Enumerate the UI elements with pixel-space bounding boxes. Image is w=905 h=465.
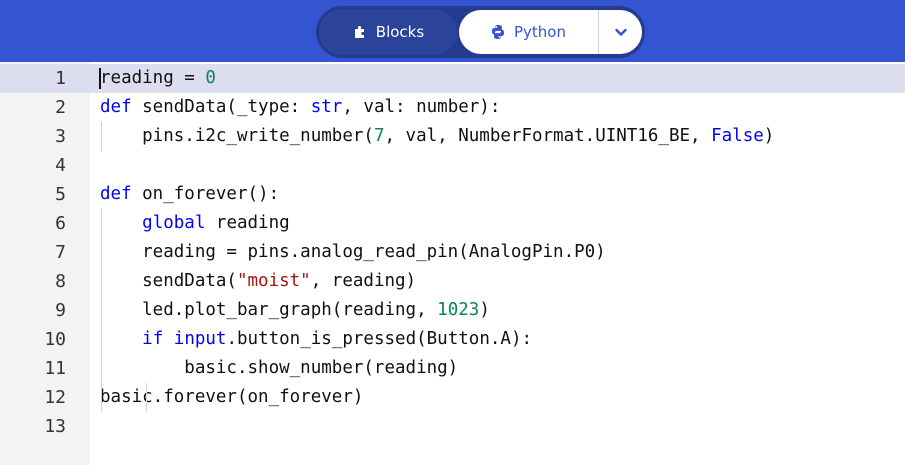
- code-line[interactable]: 3 pins.i2c_write_number(7, val, NumberFo…: [0, 122, 905, 151]
- code-text[interactable]: def on_forever():: [100, 180, 279, 209]
- code-text[interactable]: led.plot_bar_graph(reading, 1023): [100, 296, 490, 325]
- code-token: global reading: [142, 213, 290, 233]
- editor-mode-toggle: Blocks Python: [316, 6, 645, 58]
- python-button[interactable]: Python: [459, 10, 642, 54]
- code-line[interactable]: 10 if input.button_is_pressed(Button.A):: [0, 325, 905, 354]
- line-number: 5: [55, 184, 66, 205]
- code-text[interactable]: pins.i2c_write_number(7, val, NumberForm…: [100, 122, 774, 151]
- code-line[interactable]: 13: [0, 412, 905, 441]
- code-line[interactable]: 9 led.plot_bar_graph(reading, 1023): [0, 296, 905, 325]
- code-token: if input.button_is_pressed(Button.A):: [142, 329, 533, 349]
- code-line[interactable]: 4: [0, 151, 905, 180]
- code-line[interactable]: 7 reading = pins.analog_read_pin(AnalogP…: [0, 238, 905, 267]
- line-number: 7: [55, 242, 66, 263]
- line-number: 1: [0, 64, 66, 93]
- code-token: reading = pins.analog_read_pin(AnalogPin…: [100, 242, 606, 262]
- code-editor[interactable]: 1 reading = 0 2 def sendData(_type: str,…: [0, 62, 905, 465]
- blocks-button[interactable]: Blocks: [319, 9, 457, 55]
- line-number: 11: [44, 358, 66, 379]
- top-toolbar: Blocks Python: [0, 0, 905, 62]
- code-line[interactable]: 8 sendData("moist", reading): [0, 267, 905, 296]
- code-text[interactable]: reading = pins.analog_read_pin(AnalogPin…: [100, 238, 606, 267]
- code-token: def on_forever():: [100, 184, 280, 204]
- blocks-label: Blocks: [375, 23, 425, 41]
- code-token: basic.show_number(reading): [100, 358, 459, 378]
- line-number: 4: [55, 155, 66, 176]
- code-token: def sendData(_type: str, val: number):: [100, 97, 501, 117]
- python-logo-icon: [492, 25, 504, 39]
- code-line[interactable]: 11 basic.show_number(reading): [0, 354, 905, 383]
- code-line[interactable]: 1 reading = 0: [0, 64, 905, 93]
- line-number: 10: [44, 329, 66, 350]
- line-number: 6: [55, 213, 66, 234]
- line-number: 3: [55, 126, 66, 147]
- code-line[interactable]: 12 basic.forever(on_forever): [0, 383, 905, 412]
- puzzle-icon: [354, 26, 364, 38]
- line-number-gutter: [0, 62, 90, 465]
- code-text[interactable]: basic.show_number(reading): [100, 354, 458, 383]
- code-text[interactable]: def sendData(_type: str, val: number):: [100, 93, 500, 122]
- code-token: pins.i2c_write_number(7, val, NumberForm…: [100, 126, 775, 146]
- indent-guide: [101, 209, 102, 412]
- toggle-divider: [598, 10, 599, 54]
- code-text[interactable]: sendData("moist", reading): [100, 267, 416, 296]
- code-token: led.plot_bar_graph(reading, 1023): [100, 300, 490, 320]
- line-number: 9: [55, 300, 66, 321]
- code-text[interactable]: if input.button_is_pressed(Button.A):: [100, 325, 532, 354]
- chevron-down-icon: [614, 28, 627, 36]
- language-dropdown-button[interactable]: [599, 10, 642, 54]
- code-line[interactable]: 6 global reading: [0, 209, 905, 238]
- code-text[interactable]: basic.forever(on_forever): [100, 383, 363, 412]
- code-line[interactable]: 2 def sendData(_type: str, val: number):: [0, 93, 905, 122]
- line-number: 8: [55, 271, 66, 292]
- code-token: reading = 0: [100, 68, 216, 88]
- code-token: basic.forever(on_forever): [100, 387, 364, 407]
- indent-guide: [101, 122, 102, 151]
- code-line[interactable]: 5 def on_forever():: [0, 180, 905, 209]
- code-text[interactable]: global reading: [100, 209, 290, 238]
- line-number: 13: [44, 416, 66, 437]
- code-text[interactable]: reading = 0: [100, 64, 216, 93]
- line-number: 2: [55, 97, 66, 118]
- indent-guide: [146, 383, 147, 412]
- code-token: sendData("moist", reading): [100, 271, 417, 291]
- python-label: Python: [514, 23, 566, 41]
- text-cursor: [99, 68, 101, 89]
- line-number: 12: [44, 387, 66, 408]
